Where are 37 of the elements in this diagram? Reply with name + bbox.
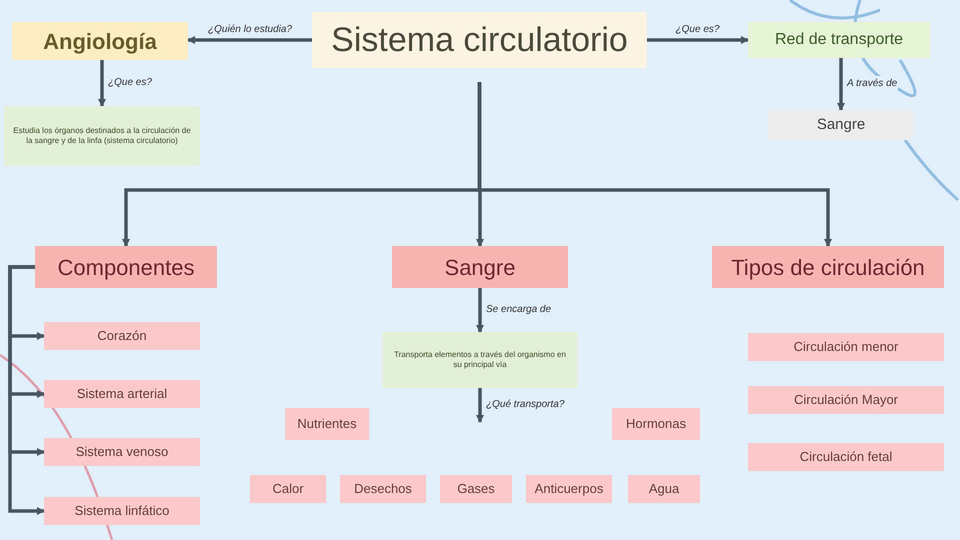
edge-label: ¿Qué transporta? — [485, 397, 566, 412]
definition-box: Transporta elementos a través del organismo en su principal vía — [382, 332, 578, 388]
item-box: Circulación Mayor — [748, 386, 944, 414]
category-box: Tipos de circulación — [712, 246, 944, 288]
arrow — [837, 58, 845, 111]
edge-label: ¿Que es? — [674, 22, 720, 37]
item-box: Circulación menor — [748, 333, 944, 361]
arrow — [478, 82, 832, 247]
definition-box: Estudia los órganos destinados a la circulación de la sangre y de la linfa (sistema circulatorio) — [4, 106, 200, 166]
item-box: Desechos — [340, 475, 426, 503]
edge-label: Se encarga de — [485, 302, 552, 317]
concept-box: Red de transporte — [748, 22, 930, 58]
arrow — [98, 60, 106, 107]
item-box: Nutrientes — [285, 408, 369, 440]
item-box: Gases — [440, 475, 512, 503]
item-box: Anticuerpos — [526, 475, 612, 503]
item-box: Agua — [628, 475, 700, 503]
arrow — [187, 36, 312, 44]
item-box: Corazón — [44, 322, 200, 350]
category-box: Componentes — [35, 246, 217, 288]
arrow — [647, 36, 749, 44]
item-box: Sistema linfático — [44, 497, 200, 525]
arrow — [476, 388, 484, 423]
edge-label: A través de — [846, 76, 898, 91]
concept-box: Sangre — [768, 110, 914, 140]
edge-label: ¿Quién lo estudia? — [207, 22, 293, 37]
item-box: Calor — [250, 475, 326, 503]
edge-label: ¿Que es? — [107, 75, 153, 90]
arrow — [8, 265, 45, 515]
concept-box: Angiología — [12, 22, 188, 60]
item-box: Sistema arterial — [44, 380, 200, 408]
item-box: Sistema venoso — [44, 438, 200, 466]
title-box: Sistema circulatorio — [312, 12, 647, 68]
item-box: Hormonas — [612, 408, 700, 440]
category-box: Sangre — [392, 246, 568, 288]
arrow — [476, 288, 484, 333]
item-box: Circulación fetal — [748, 443, 944, 471]
